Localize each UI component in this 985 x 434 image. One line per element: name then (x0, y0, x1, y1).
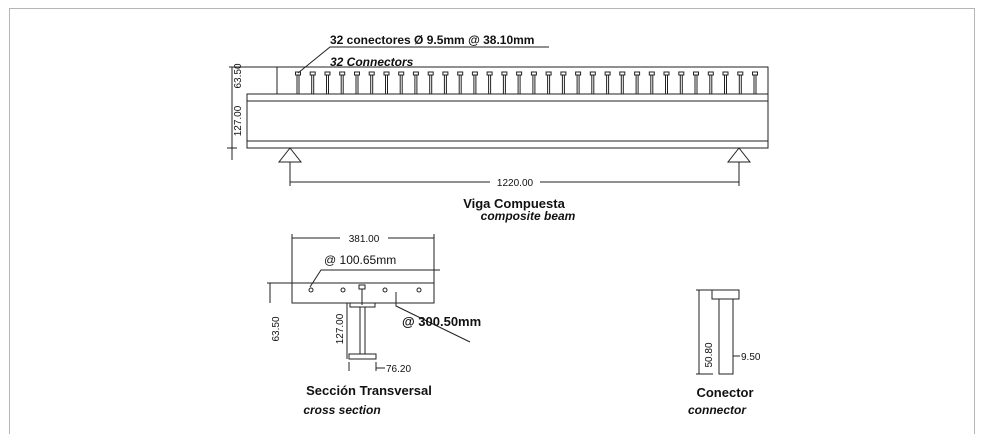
composite-beam-elevation: 63.50 127.00 32 conectores Ø 9.5mm @ 38.… (227, 33, 769, 223)
dim-label-slab: 63.50 (271, 316, 282, 341)
dim-label-slab-height: 63.50 (233, 63, 244, 88)
stud-shank (620, 74, 624, 95)
stud-shank (606, 74, 610, 95)
stud-shank (385, 74, 388, 95)
cross-section-title: Sección Transversal (306, 383, 432, 398)
stud-shank (458, 74, 462, 95)
dim-label-flange: 76.20 (386, 364, 411, 375)
composite-beam-title-en: composite beam (481, 209, 576, 223)
composite-beam-title: Viga Compuesta (463, 196, 565, 211)
stud-shank (635, 74, 639, 95)
connector-note-en: 32 Connectors (330, 55, 414, 69)
steel-beam (246, 93, 769, 149)
stud-shank (399, 74, 403, 95)
connector-row (295, 71, 758, 95)
dim-label-beam-height: 127.00 (233, 105, 244, 136)
stud-shank (665, 74, 668, 95)
stud-shank (429, 74, 433, 95)
stud-shank (591, 74, 595, 95)
connector-note: 32 conectores Ø 9.5mm @ 38.10mm (330, 33, 534, 47)
stud-shank (311, 74, 315, 95)
stud-shank (488, 74, 492, 95)
support-right-icon (726, 147, 752, 163)
dim-label-beam: 127.00 (335, 313, 346, 344)
stud-shank (694, 74, 698, 95)
drawing-frame (9, 8, 975, 434)
connector-hole (382, 287, 388, 293)
connector-hole (340, 287, 346, 293)
stud-shank (738, 74, 742, 95)
stud-shank (355, 74, 359, 95)
stud-shank (443, 74, 447, 95)
spacing-note: @ 100.65mm (324, 253, 396, 267)
connector-shank (718, 298, 734, 375)
concrete-slab (276, 66, 769, 95)
spacing-note-leader (309, 269, 440, 288)
stud-shank (326, 74, 329, 95)
stud-shank (414, 74, 418, 95)
spacing-long-leader (395, 292, 471, 343)
support-left-icon (277, 147, 303, 163)
ibeam-top-flange (349, 302, 376, 308)
stud-shank (532, 74, 536, 95)
connector-head (711, 289, 740, 300)
stud-shank (724, 74, 727, 95)
connector-title: Conector (696, 385, 753, 400)
connector-hole (416, 287, 422, 293)
connector-head (358, 284, 366, 290)
dim-label-diameter: 9.50 (741, 352, 761, 363)
ibeam-bottom-flange (348, 353, 377, 360)
stud-shank (576, 74, 580, 95)
stud-shank (561, 74, 565, 95)
stud-shank (517, 74, 521, 95)
connector-title-en: connector (688, 403, 747, 417)
stud-shank (650, 74, 654, 95)
connector-hole (308, 287, 314, 293)
stud-shank (296, 74, 300, 95)
stud-shank (547, 74, 551, 95)
dim-label-height: 50.80 (704, 342, 715, 367)
cross-section: 381.00 @ 100.65mm @ 300.50mm 63.50 127.0… (267, 234, 481, 417)
cross-section-title-en: cross section (303, 403, 380, 417)
connector-detail: 50.80 9.50 Conector connector (688, 289, 761, 417)
section-slab (291, 282, 435, 304)
stud-shank (502, 74, 506, 95)
stud-shank (679, 74, 683, 95)
dim-label-width: 381.00 (349, 234, 380, 245)
dim-label-span: 1220.00 (497, 178, 534, 189)
connector-note-leader (297, 46, 549, 74)
stud-shank (340, 74, 344, 95)
stud-shank (709, 74, 713, 95)
spacing-long-note: @ 300.50mm (402, 314, 481, 329)
stud-shank (370, 74, 374, 95)
stud-shank (473, 74, 477, 95)
stud-shank (753, 74, 757, 95)
